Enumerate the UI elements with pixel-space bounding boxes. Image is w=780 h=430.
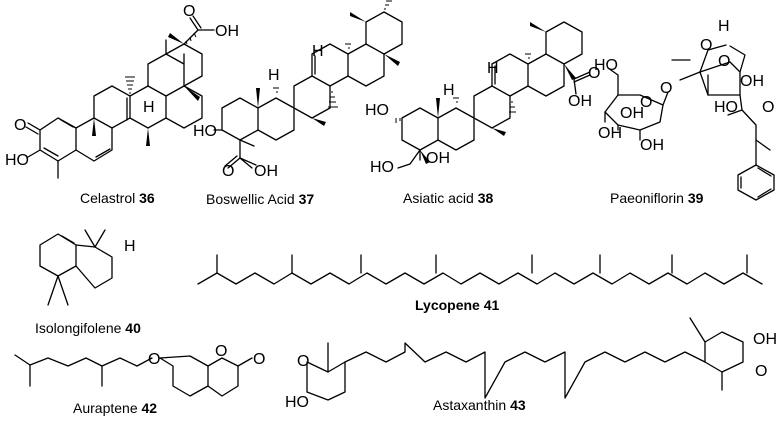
structure-auraptene: O O O xyxy=(14,343,265,397)
atom-O: O xyxy=(183,3,195,20)
compound-number: 36 xyxy=(139,190,155,206)
compound-name: Lycopene xyxy=(415,297,480,313)
compound-number: 40 xyxy=(125,320,141,336)
compound-number: 39 xyxy=(687,190,704,206)
atom-OH: OH xyxy=(753,331,777,348)
compound-number: 42 xyxy=(141,400,158,416)
label-lycopene: Lycopene 41 xyxy=(415,297,499,313)
compound-number: 43 xyxy=(510,397,526,413)
atom-H: H xyxy=(143,99,155,116)
atom-OH: OH xyxy=(640,137,664,154)
atom-O: O xyxy=(640,94,652,111)
label-asiatic-acid: Asiatic acid 38 xyxy=(403,190,493,206)
atom-HO: HO xyxy=(5,152,29,169)
structure-astaxanthin: O HO OH O xyxy=(285,317,777,411)
atom-O: O xyxy=(762,99,774,116)
atom-OH: OH xyxy=(254,163,278,180)
atom-HO: HO xyxy=(365,102,389,119)
atom-O: O xyxy=(297,353,309,370)
atom-H: H xyxy=(443,82,455,99)
atom-H: H xyxy=(312,43,324,60)
label-astaxanthin: Astaxanthin 43 xyxy=(433,397,526,413)
compound-number: 41 xyxy=(483,297,500,313)
atom-O: O xyxy=(148,351,160,368)
compound-name: Celastrol xyxy=(80,190,136,206)
atom-OH: OH xyxy=(426,150,450,167)
compound-name: Isolongifolene xyxy=(35,320,122,336)
atom-OH: OH xyxy=(598,125,622,142)
label-boswellic-acid: Boswellic Acid 37 xyxy=(206,191,314,207)
label-celastrol: Celastrol 36 xyxy=(80,190,155,206)
compound-name: Asiatic acid xyxy=(403,190,474,206)
label-isolongifolene: Isolongifolene 40 xyxy=(35,320,141,336)
compound-name: Paeoniflorin xyxy=(610,190,684,206)
compound-name: Auraptene xyxy=(73,400,138,416)
atom-H: H xyxy=(124,238,136,255)
structure-boswellic-acid: HO O OH H H xyxy=(193,0,403,180)
atom-HO: HO xyxy=(714,99,738,116)
structure-isolongifolene: H xyxy=(39,229,136,306)
atom-OH: OH xyxy=(620,105,644,122)
structure-celastrol: O OH O HO H xyxy=(5,3,239,179)
atom-H: H xyxy=(718,18,730,35)
compound-number: 38 xyxy=(477,190,494,206)
structure-asiatic-acid: HO HO OH OH O H H xyxy=(365,21,600,176)
atom-HO: HO xyxy=(285,394,309,411)
atom-OH: OH xyxy=(740,73,764,90)
atom-HO: HO xyxy=(594,57,618,74)
label-auraptene: Auraptene 42 xyxy=(73,400,157,416)
atom-O: O xyxy=(253,351,265,368)
atom-O: O xyxy=(718,53,730,70)
atom-H: H xyxy=(487,60,499,77)
compound-name: Boswellic Acid xyxy=(206,191,295,207)
atom-O: O xyxy=(588,65,600,82)
atom-O: O xyxy=(222,163,234,180)
label-paeoniflorin: Paeoniflorin 39 xyxy=(610,190,703,206)
atom-O: O xyxy=(215,343,227,360)
atom-OH: OH xyxy=(568,93,592,110)
compound-number: 37 xyxy=(298,191,315,207)
atom-H: H xyxy=(268,67,280,84)
atom-OH: OH xyxy=(215,23,239,40)
atom-HO: HO xyxy=(193,123,217,140)
atom-O: O xyxy=(660,80,672,97)
atom-HO: HO xyxy=(370,159,394,176)
atom-O: O xyxy=(14,117,26,134)
atom-O: O xyxy=(755,363,767,380)
structure-lycopene xyxy=(197,254,763,285)
structure-paeoniflorin: HO O OH OH OH O O H O OH HO O xyxy=(594,18,775,201)
atom-O: O xyxy=(700,37,712,54)
compound-name: Astaxanthin xyxy=(433,397,507,413)
